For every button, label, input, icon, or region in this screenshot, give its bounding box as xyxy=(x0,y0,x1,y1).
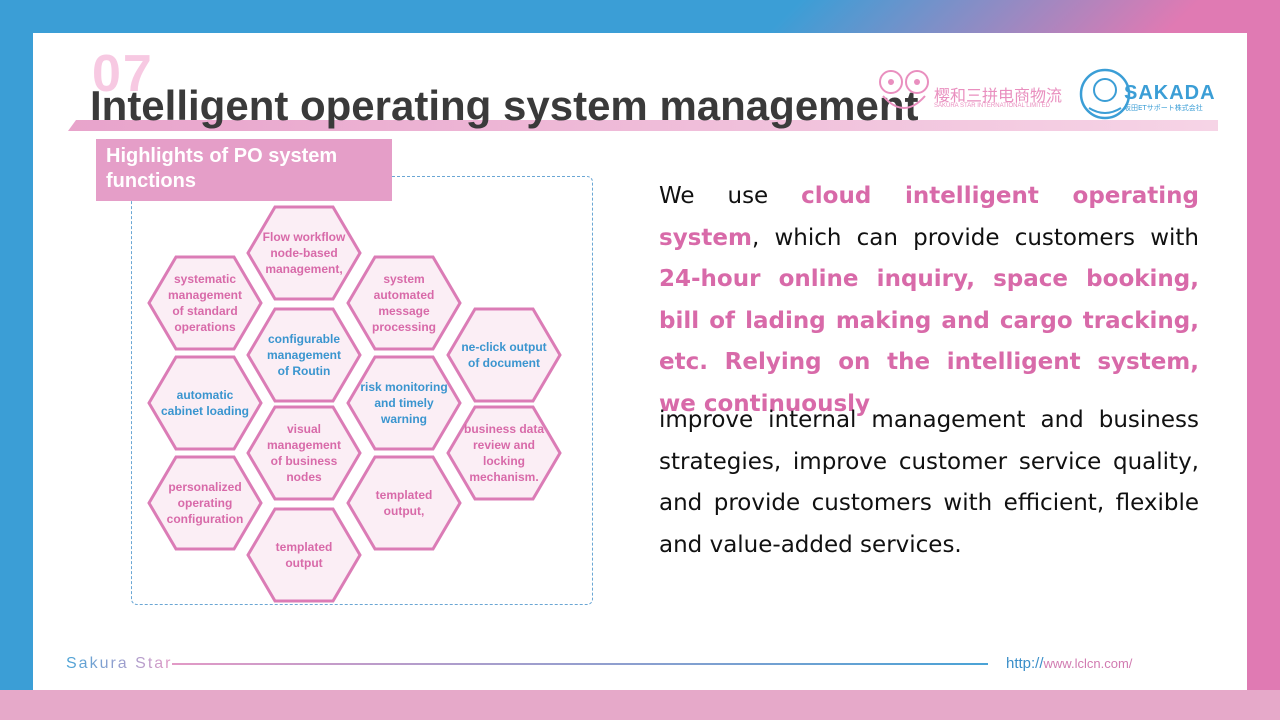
slide-number: 07 xyxy=(92,45,154,103)
hexagon-item: automatic cabinet loading xyxy=(147,355,263,451)
hexagon-item: personalized operating configuration xyxy=(147,455,263,551)
footer-url[interactable]: http://www.lclcn.com/ xyxy=(1006,655,1132,672)
hexagon-item: templated output xyxy=(246,507,362,603)
background-bottom-band xyxy=(0,690,1280,720)
hexagon-shape xyxy=(446,307,562,403)
hexagon-shape xyxy=(346,355,462,451)
hexagon-shape xyxy=(246,205,362,301)
footer-url-prefix: http:// xyxy=(1006,655,1044,672)
hexagon-shape xyxy=(446,405,562,501)
hexagon-label: visual management of business nodes xyxy=(266,422,342,484)
hexagon-shape xyxy=(246,405,362,501)
footer-divider xyxy=(172,663,988,665)
intro-highlight-1: cloud intelligent operating system xyxy=(659,183,1199,251)
logo-sakada-sub: 坂田ETサポート株式会社 xyxy=(1124,104,1203,112)
hexagon-label: templated output xyxy=(275,540,333,570)
highlights-label: Highlights of PO system functions xyxy=(96,139,392,201)
sakura-star-logo xyxy=(879,68,1131,120)
hexagon-label: personalized operating configuration xyxy=(166,480,244,526)
hexagon-label: templated output, xyxy=(375,488,433,518)
hexagon-label: Flow workflow node-based management, xyxy=(262,230,346,276)
hexagon-item: business data review and locking mechani… xyxy=(446,405,562,501)
hexagon-item: ne-click output of document xyxy=(446,307,562,403)
hexagon-label: business data review and locking mechani… xyxy=(463,422,545,484)
hexagon-label: systematic management of standard operat… xyxy=(167,272,243,334)
hexagon-shape xyxy=(346,455,462,551)
hexagon-label: configurable management of Routin xyxy=(266,332,342,378)
intro-paragraph: We use cloud intelligent operating syste… xyxy=(659,176,1199,425)
hexagon-label: ne-click output of document xyxy=(461,340,547,370)
hexagon-label: risk monitoring and timely warning xyxy=(360,380,448,426)
hexagon-item: risk monitoring and timely warning xyxy=(346,355,462,451)
footer-url-domain: www.lclcn.com/ xyxy=(1043,656,1133,671)
intro-highlight-2: 24-hour online inquiry, space booking, b… xyxy=(659,266,1199,417)
hexagon-item: Flow workflow node-based management, xyxy=(246,205,362,301)
hexagon-shape xyxy=(246,307,362,403)
hexagon-label: automatic cabinet loading xyxy=(161,388,250,418)
intro-text-1: We use xyxy=(659,183,802,209)
logo-sakada-text: SAKADA xyxy=(1124,82,1216,104)
hexagon-shape xyxy=(246,507,362,603)
page-title: Intelligent operating system management xyxy=(90,82,919,129)
hexagon-item: visual management of business nodes xyxy=(246,405,362,501)
logo-cn-text: 樱和三拼电商物流 xyxy=(934,86,1063,105)
hexagon-item: systematic management of standard operat… xyxy=(147,255,263,351)
header-logos xyxy=(877,64,1219,124)
title-underline-bar xyxy=(68,120,1218,131)
hexagon-shape xyxy=(147,455,263,551)
background-right-band xyxy=(1247,0,1280,720)
hexagon-shape xyxy=(147,255,263,351)
hexagon-item: configurable management of Routin xyxy=(246,307,362,403)
benefits-paragraph: improve internal management and business… xyxy=(659,407,1199,558)
intro-text-2: , which can provide customers with xyxy=(751,224,1199,251)
hexagon-shape xyxy=(346,255,462,351)
logo-en-text: SAKURA STAR INTERNATIONAL LIMITED xyxy=(934,103,1050,109)
hexagon-item: system automated message processing xyxy=(346,255,462,351)
hexagon-shape xyxy=(147,355,263,451)
hexagon-label: system automated message processing xyxy=(371,272,437,334)
hexagon-item: templated output, xyxy=(346,455,462,551)
footer-brand: Sakura Star xyxy=(66,655,173,672)
